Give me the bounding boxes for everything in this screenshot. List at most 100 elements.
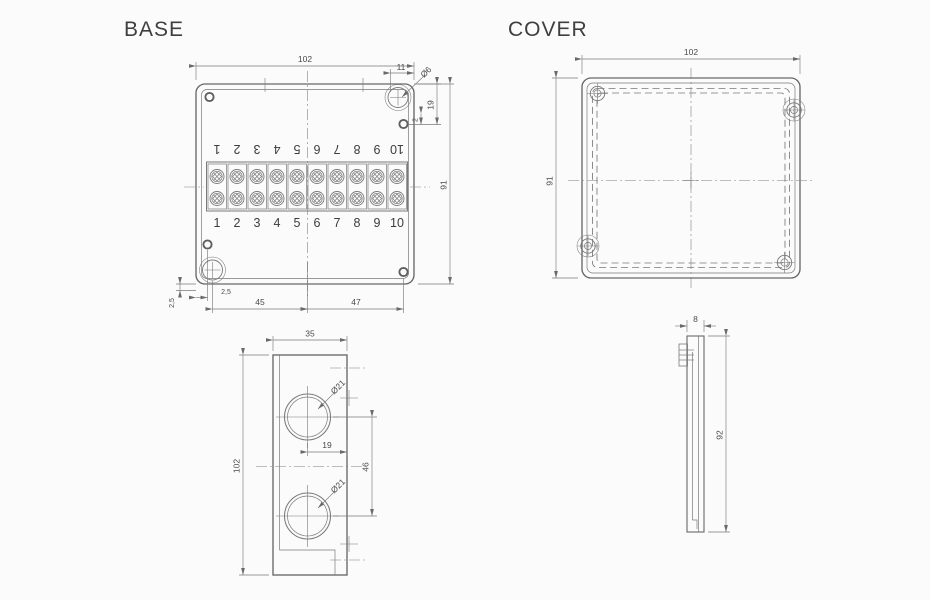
- terminal-screw: [289, 191, 305, 206]
- terminal-number-bottom: 4: [274, 216, 281, 230]
- terminal-screw: [369, 191, 385, 206]
- cover-side-dim-thickness: 8: [675, 314, 716, 332]
- svg-text:47: 47: [351, 297, 361, 307]
- base-corner-hole-bottom-left: [202, 259, 223, 281]
- svg-text:102: 102: [232, 459, 242, 473]
- terminal-screw: [249, 169, 265, 184]
- svg-text:45: 45: [255, 297, 265, 307]
- terminal-number-top: 2: [233, 142, 240, 156]
- base-dim-right-span: 47: [300, 278, 404, 313]
- cover-side-bottom-step: [692, 519, 698, 529]
- terminal-number-bottom: 5: [294, 216, 301, 230]
- base-side-dim-hole-offset: 19: [300, 440, 348, 456]
- svg-text:102: 102: [298, 54, 312, 64]
- terminal-number-bottom: 1: [214, 216, 221, 230]
- base-side-hole-2: [276, 485, 339, 547]
- cover-screw-top-right: [783, 99, 805, 121]
- base-side-knockout-marks-top: [330, 367, 366, 406]
- svg-text:2,5: 2,5: [169, 298, 176, 308]
- base-dim-foot-vertical: 2,5: [169, 277, 196, 308]
- svg-text:19: 19: [426, 100, 436, 110]
- terminal-cell: [327, 163, 347, 210]
- cover-dim-width: 102: [575, 47, 801, 74]
- terminal-block-outline: [206, 161, 408, 212]
- terminal-number-top: 1: [213, 142, 220, 156]
- base-side-bottom-step: [279, 549, 336, 575]
- base-side-knockout-marks-bottom: [330, 536, 366, 561]
- terminal-screw: [349, 191, 365, 206]
- terminal-cell: [247, 163, 267, 210]
- base-side-hole-1: [276, 386, 339, 448]
- terminal-number-bottom: 10: [390, 216, 404, 230]
- base-corner-hole-cross-bl: [204, 262, 221, 278]
- svg-text:92: 92: [715, 430, 725, 440]
- base-dim-left-span: 45: [205, 262, 308, 313]
- terminal-screw: [389, 169, 405, 184]
- terminal-cell: [307, 163, 327, 210]
- svg-text:19: 19: [322, 440, 332, 450]
- terminal-cell: [387, 163, 407, 210]
- terminal-screw: [229, 191, 245, 206]
- cover-side-view: 8 92: [675, 314, 730, 533]
- cover-screw-top-left: [586, 82, 609, 105]
- terminal-screw: [249, 191, 265, 206]
- base-inner-wall: [201, 89, 409, 279]
- base-corner-boss-top-right: [384, 84, 412, 111]
- base-dim-height: 91: [418, 77, 454, 285]
- terminal-cell: [287, 163, 307, 210]
- svg-text:Ø21: Ø21: [329, 476, 348, 495]
- base-screw-top-left: [204, 91, 215, 103]
- cover-screw-boss-top-right: [782, 98, 806, 122]
- terminal-number-top: 8: [353, 142, 360, 156]
- terminal-cell: [207, 163, 227, 210]
- terminal-screw: [229, 169, 245, 184]
- svg-text:8: 8: [693, 314, 698, 324]
- base-side-dim-depth: 35: [266, 329, 348, 351]
- svg-text:46: 46: [361, 462, 371, 472]
- terminal-number-bottom: 2: [234, 216, 241, 230]
- svg-text:91: 91: [439, 180, 449, 190]
- terminal-number-top: 5: [293, 142, 300, 156]
- cover-center-cross: [683, 172, 699, 189]
- terminal-number-top: 9: [373, 142, 380, 156]
- base-side-leader-hole-1: Ø21: [317, 377, 347, 410]
- cover-side-top-boss: [678, 343, 694, 367]
- base-title: BASE: [124, 18, 184, 41]
- terminal-screw: [289, 169, 305, 184]
- base-screw-bottom-right: [398, 266, 409, 278]
- base-side-view: 35 102 19 46 Ø21 Ø21: [232, 329, 377, 576]
- cover-screw-bottom-left: [577, 235, 599, 257]
- base-side-dim-hole-spacing: 46: [333, 410, 377, 517]
- terminal-cell: [367, 163, 387, 210]
- terminal-screw: [309, 191, 325, 206]
- cover-top-view: 102 91: [545, 47, 814, 290]
- base-dim-corner-small: 2: [413, 106, 423, 125]
- cover-screw-bottom-right: [773, 251, 796, 274]
- terminal-screw: [209, 169, 225, 184]
- terminal-screw: [309, 169, 325, 184]
- cover-title: COVER: [508, 18, 588, 41]
- svg-text:35: 35: [305, 329, 315, 339]
- terminal-screw: [369, 169, 385, 184]
- base-screw-bottom-left: [202, 239, 213, 250]
- base-dim-width: 102: [189, 54, 415, 80]
- terminal-block: 1 2 3 4 5 6 7 8 9 10 1 2 3 4 5 6 7 8 9 1…: [206, 142, 408, 230]
- svg-text:2: 2: [413, 118, 420, 122]
- terminal-number-top: 4: [273, 142, 280, 156]
- terminal-number-bottom: 6: [314, 216, 321, 230]
- base-side-outline: [272, 354, 348, 576]
- base-corner-hole-top-right: [387, 87, 409, 108]
- base-leader-corner-hole: Ø6: [401, 64, 434, 98]
- terminal-screw: [209, 191, 225, 206]
- terminal-number-top: 3: [253, 142, 260, 156]
- terminal-screw: [349, 169, 365, 184]
- base-dim-corner-offset: 11: [383, 62, 414, 92]
- base-side-dim-length: 102: [232, 348, 269, 576]
- base-corner-hole-cross-tr: [390, 89, 406, 106]
- base-side-leader-hole-2: Ø21: [317, 476, 348, 509]
- cover-dim-height: 91: [545, 71, 578, 279]
- cover-side-outline: [686, 335, 705, 533]
- terminal-screw: [329, 191, 345, 206]
- svg-text:102: 102: [684, 47, 698, 57]
